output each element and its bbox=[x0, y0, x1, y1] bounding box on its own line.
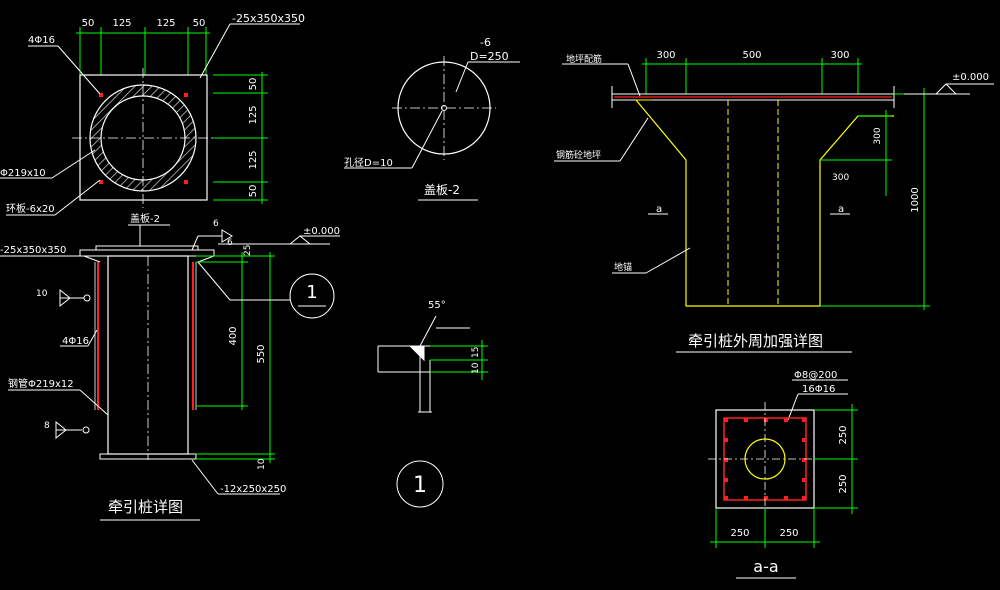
weld-left-10: 10 bbox=[36, 289, 48, 299]
weld-size-mid: 6 bbox=[227, 238, 233, 248]
section-top-plate bbox=[79, 249, 215, 257]
plan-rebar-label: 4Φ16 bbox=[28, 35, 55, 46]
section-dim-25: 25 bbox=[243, 245, 253, 256]
weld-detail-callout-circle bbox=[396, 460, 444, 508]
aa-dim-right-bottom: 250 bbox=[838, 474, 849, 493]
weld-size-top: 6 bbox=[213, 219, 219, 229]
pile-section-title: 牵引桩详图 bbox=[108, 498, 183, 516]
section-dim-400: 400 bbox=[228, 326, 239, 345]
cover-plate-title: 盖板-2 bbox=[424, 183, 460, 197]
reinforce-view: 300 500 300 地坪配筋 钢筋砼地坪 a a 地锚 bbox=[554, 50, 994, 353]
detail-callout-number: 1 bbox=[306, 282, 317, 303]
plan-dim-right-2: 125 bbox=[248, 105, 259, 124]
reinforce-dim-top-1: 300 bbox=[656, 50, 675, 61]
section-cover-plate bbox=[95, 245, 199, 251]
weld-dim-10: 10 bbox=[471, 362, 481, 374]
plan-dim-top-4: 50 bbox=[193, 18, 206, 29]
cover-plate-view: -6 D=250 孔径D=10 盖板-2 bbox=[344, 36, 520, 201]
plan-ring-label: 环板-6x20 bbox=[6, 202, 55, 215]
plan-dim-top-1: 50 bbox=[82, 18, 95, 29]
plan-centerlines bbox=[72, 68, 215, 208]
reinforce-anchor-label: 地锚 bbox=[614, 261, 632, 273]
reinforce-dim-top-2: 500 bbox=[742, 50, 761, 61]
weld-angle: 55° bbox=[428, 300, 446, 311]
reinforce-title: 牵引桩外周加强详图 bbox=[688, 332, 823, 350]
aa-stirrup-label: Φ8@200 bbox=[794, 370, 837, 381]
weld-left-8: 8 bbox=[44, 421, 50, 431]
plan-dim-right-3: 125 bbox=[248, 150, 259, 169]
plan-base-plate bbox=[79, 74, 208, 201]
reinforce-section-mark-left: a bbox=[656, 204, 662, 215]
aa-title: a-a bbox=[753, 557, 778, 576]
reinforce-dim-1000: 1000 bbox=[910, 187, 921, 212]
cover-diameter: D=250 bbox=[470, 50, 509, 63]
aa-rebar-dots bbox=[724, 418, 806, 500]
plan-dim-top-2: 125 bbox=[112, 18, 131, 29]
weld-detail-view: 55° 15 10 1 bbox=[377, 300, 488, 508]
section-dim-10: 10 bbox=[257, 458, 267, 470]
section-aa-view: Φ8@200 16Φ16 250 250 bbox=[708, 370, 858, 579]
reinforce-concrete-label: 钢筋砼地坪 bbox=[556, 149, 601, 161]
pile-plan-view: 50 125 125 50 -25x350x350 bbox=[0, 12, 305, 216]
plan-right-dimensions bbox=[213, 72, 268, 204]
section-right-dimensions bbox=[196, 252, 275, 463]
reinforce-anchor-outline bbox=[635, 99, 894, 307]
cover-thickness: -6 bbox=[480, 36, 491, 49]
plan-dim-right-4: 50 bbox=[248, 185, 259, 198]
reinforce-level-label: ±0.000 bbox=[952, 72, 989, 83]
plan-rebar-dots bbox=[99, 93, 188, 184]
aa-dim-bottom-right: 250 bbox=[779, 528, 798, 539]
section-dim-550: 550 bbox=[256, 344, 267, 363]
plan-plate-label: -25x350x350 bbox=[232, 12, 305, 25]
section-cover-label: 盖板-2 bbox=[130, 212, 160, 225]
reinforce-dim-300a: 300 bbox=[873, 127, 883, 144]
aa-dim-bottom-left: 250 bbox=[730, 528, 749, 539]
weld-detail-callout: 1 bbox=[413, 473, 427, 498]
aa-rebar-label: 16Φ16 bbox=[802, 384, 835, 395]
reinforce-section-mark-right: a bbox=[838, 204, 844, 215]
plan-pipe-label: Φ219x10 bbox=[0, 168, 46, 179]
reinforce-dim-300b: 300 bbox=[832, 173, 849, 183]
section-base-plate-label: -12x250x250 bbox=[220, 484, 286, 495]
section-base-plate bbox=[99, 453, 197, 460]
aa-dim-right-top: 250 bbox=[838, 425, 849, 444]
detail-callout-circle bbox=[289, 273, 335, 319]
reinforce-rebar-label: 地坪配筋 bbox=[566, 53, 602, 65]
plan-dim-right-1: 50 bbox=[248, 78, 259, 91]
section-level-label: ±0.000 bbox=[303, 226, 340, 237]
reinforce-dim-top-3: 300 bbox=[830, 50, 849, 61]
plan-top-dimensions bbox=[76, 27, 210, 75]
section-pipe-label: 钢管Φ219x12 bbox=[8, 377, 74, 390]
cover-hole-label: 孔径D=10 bbox=[344, 156, 393, 169]
pile-section-view: 盖板-2 -25x350x350 6 6 ±0.000 -12x250x250 bbox=[0, 212, 340, 521]
section-plate-label: -25x350x350 bbox=[0, 245, 66, 256]
plan-dim-top-3: 125 bbox=[156, 18, 175, 29]
weld-dim-15: 15 bbox=[471, 347, 481, 358]
section-rebar-label: 4Φ16 bbox=[62, 336, 89, 347]
